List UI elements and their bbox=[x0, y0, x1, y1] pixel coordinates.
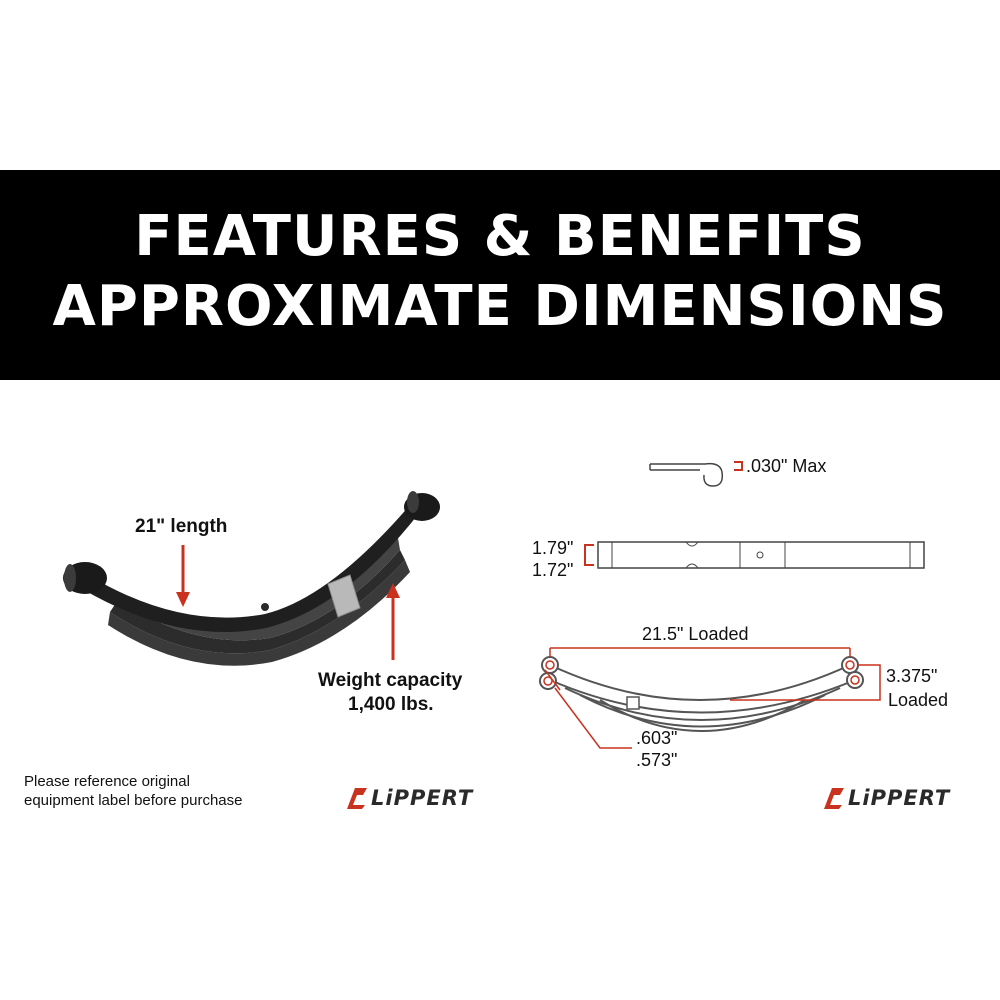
banner-title-line2: APPROXIMATE DIMENSIONS bbox=[52, 274, 948, 339]
brand-name: LiPPERT bbox=[848, 786, 951, 810]
lippert-logo-left: LiPPERT bbox=[345, 785, 505, 815]
length-label: 21" length bbox=[135, 516, 228, 537]
thickness-label: .030" Max bbox=[746, 456, 827, 476]
loaded-length-label: 21.5" Loaded bbox=[642, 624, 749, 644]
arch-value-label: 3.375" bbox=[886, 666, 938, 686]
banner-title-line1: FEATURES & BENEFITS bbox=[134, 204, 866, 269]
leaf-side-view-diagram bbox=[539, 647, 881, 749]
weight-capacity-label: Weight capacity bbox=[318, 670, 463, 691]
lippert-logo-right: LiPPERT bbox=[822, 785, 982, 815]
lippert-logo-icon bbox=[824, 788, 844, 809]
eye-bottom-label: .573" bbox=[636, 750, 678, 770]
leaf-thickness-diagram bbox=[649, 461, 743, 487]
leaf-top-view-diagram bbox=[584, 541, 925, 569]
width-top-label: 1.79" bbox=[532, 538, 574, 558]
weight-arrow bbox=[386, 583, 400, 660]
weight-capacity-value: 1,400 lbs. bbox=[348, 694, 434, 715]
length-arrow bbox=[176, 545, 190, 607]
brand-name: LiPPERT bbox=[371, 786, 474, 810]
arch-loaded-label: Loaded bbox=[888, 690, 949, 710]
title-banner: FEATURES & BENEFITS APPROXIMATE DIMENSIO… bbox=[0, 170, 1000, 380]
reference-note-line2: equipment label before purchase bbox=[24, 792, 243, 809]
eye-top-label: .603" bbox=[636, 728, 678, 748]
lippert-logo-icon bbox=[347, 788, 367, 809]
width-bottom-label: 1.72" bbox=[532, 560, 574, 580]
reference-note-line1: Please reference original bbox=[24, 773, 190, 790]
leaf-spring-photo bbox=[63, 491, 440, 666]
